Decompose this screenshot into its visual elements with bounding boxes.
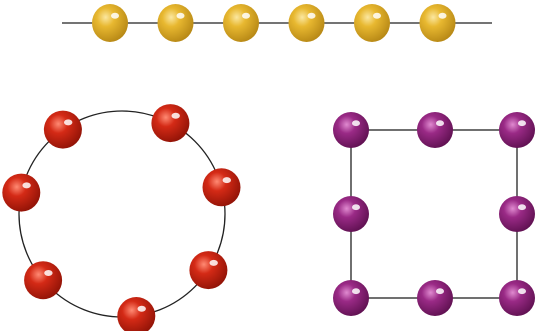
bead-highlight: [44, 270, 53, 276]
bead-square-figure: [333, 112, 535, 316]
red-bead: [202, 168, 241, 207]
bead-highlight: [171, 112, 180, 119]
bead-body: [92, 4, 128, 42]
bead-body: [2, 173, 41, 212]
purple-bead: [333, 280, 369, 316]
bead-body: [43, 110, 82, 149]
bead-body: [151, 104, 190, 143]
purple-bead: [499, 280, 535, 316]
bead-body: [499, 196, 535, 232]
bead-body: [24, 261, 63, 300]
bead-highlight: [63, 119, 73, 126]
red-bead: [117, 297, 156, 331]
bead-body: [189, 251, 228, 290]
bead-body: [417, 112, 453, 148]
bead-body: [354, 4, 390, 42]
bead-body: [499, 112, 535, 148]
bead-highlight: [352, 288, 360, 295]
bead-highlight: [111, 12, 119, 19]
purple-bead: [499, 196, 535, 232]
yellow-bead: [288, 4, 325, 42]
bead-body: [117, 297, 156, 331]
bead-highlight: [352, 120, 360, 127]
bead-highlight: [373, 12, 381, 19]
bead-highlight: [436, 120, 444, 127]
bead-highlight: [242, 12, 250, 19]
red-bead: [151, 104, 190, 143]
bead-string-figure: [62, 4, 492, 42]
bead-body: [288, 4, 325, 42]
red-bead: [189, 251, 228, 290]
bead-highlight: [518, 120, 526, 127]
bead-highlight: [436, 288, 444, 295]
bead-highlight: [209, 259, 218, 266]
yellow-bead: [92, 4, 128, 42]
red-bead: [2, 173, 41, 212]
bead-body: [499, 280, 535, 316]
bead-body: [333, 196, 369, 232]
bead-body: [157, 4, 194, 42]
bead-highlight: [307, 12, 316, 19]
purple-bead: [417, 280, 453, 316]
purple-bead: [333, 196, 369, 232]
yellow-bead: [157, 4, 194, 42]
bead-body: [417, 280, 453, 316]
yellow-bead: [419, 4, 456, 42]
purple-bead: [499, 112, 535, 148]
bead-highlight: [176, 12, 185, 19]
bead-highlight: [518, 204, 526, 211]
bead-highlight: [352, 204, 360, 211]
yellow-bead: [354, 4, 390, 42]
bead-body: [333, 112, 369, 148]
red-bead: [43, 110, 82, 149]
yellow-bead: [223, 4, 259, 42]
string-square: [350, 129, 518, 299]
bead-highlight: [518, 288, 526, 295]
bead-body: [419, 4, 456, 42]
bead-highlight: [22, 182, 31, 189]
red-bead: [24, 261, 63, 300]
purple-bead: [417, 112, 453, 148]
purple-bead: [333, 112, 369, 148]
bead-body: [333, 280, 369, 316]
bead-highlight: [137, 305, 146, 312]
bead-circle-figure: [2, 104, 241, 331]
bead-highlight: [222, 177, 231, 184]
bead-highlight: [438, 12, 447, 19]
bead-body: [202, 168, 241, 207]
bead-body: [223, 4, 259, 42]
